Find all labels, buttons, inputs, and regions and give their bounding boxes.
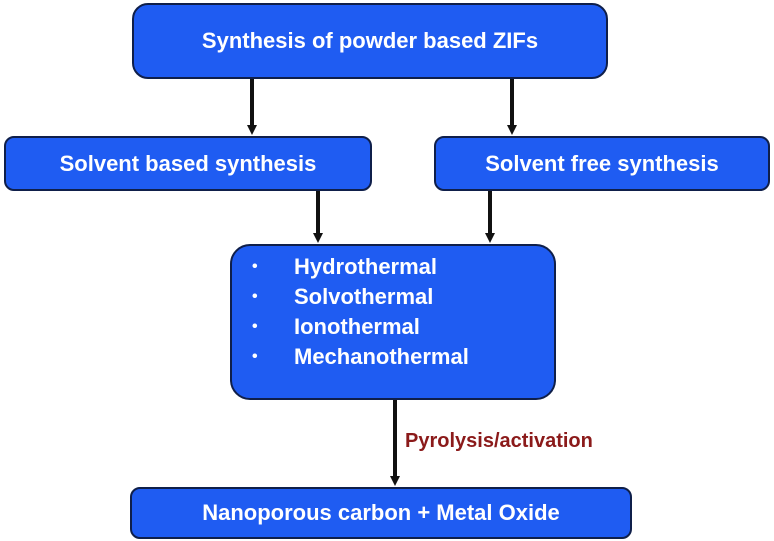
bottom-node-box: Nanoporous carbon + Metal Oxide [130, 487, 632, 539]
methods-node-box: • Hydrothermal • Solvothermal • Ionother… [230, 244, 556, 400]
method-label: Solvothermal [294, 284, 434, 309]
method-item: • Solvothermal [232, 282, 554, 312]
pyrolysis-edge-label: Pyrolysis/activation [405, 430, 593, 452]
bullet-icon: • [252, 348, 258, 365]
bullet-icon: • [252, 258, 258, 275]
top-node-label: Synthesis of powder based ZIFs [201, 28, 539, 53]
method-item: • Mechanothermal [232, 342, 554, 372]
bullet-icon: • [252, 318, 258, 335]
top-node-box: Synthesis of powder based ZIFs [132, 3, 608, 79]
solvent-free-node-label: Solvent free synthesis [485, 150, 719, 176]
bottom-node-label: Nanoporous carbon + Metal Oxide [202, 500, 560, 525]
method-label: Hydrothermal [294, 254, 438, 279]
method-item: • Hydrothermal [232, 252, 554, 282]
method-label: Ionothermal [294, 314, 420, 339]
solvent-based-node-box: Solvent based synthesis [4, 136, 372, 191]
method-label: Mechanothermal [294, 344, 469, 369]
method-item: • Ionothermal [232, 312, 554, 342]
bullet-icon: • [252, 288, 258, 305]
solvent-based-node-label: Solvent based synthesis [59, 150, 317, 176]
solvent-free-node-box: Solvent free synthesis [434, 136, 770, 191]
